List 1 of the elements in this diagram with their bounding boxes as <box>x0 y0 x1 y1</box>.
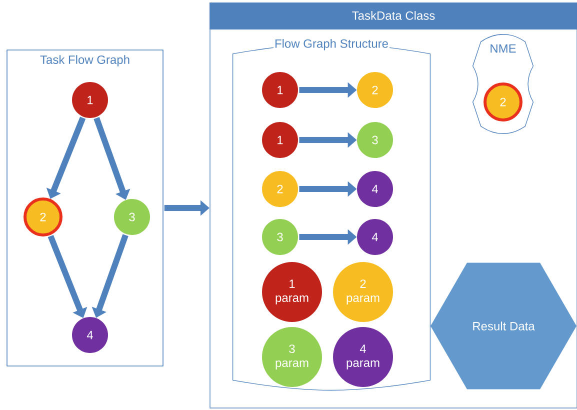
result-hexagon: Result Data <box>430 262 576 390</box>
